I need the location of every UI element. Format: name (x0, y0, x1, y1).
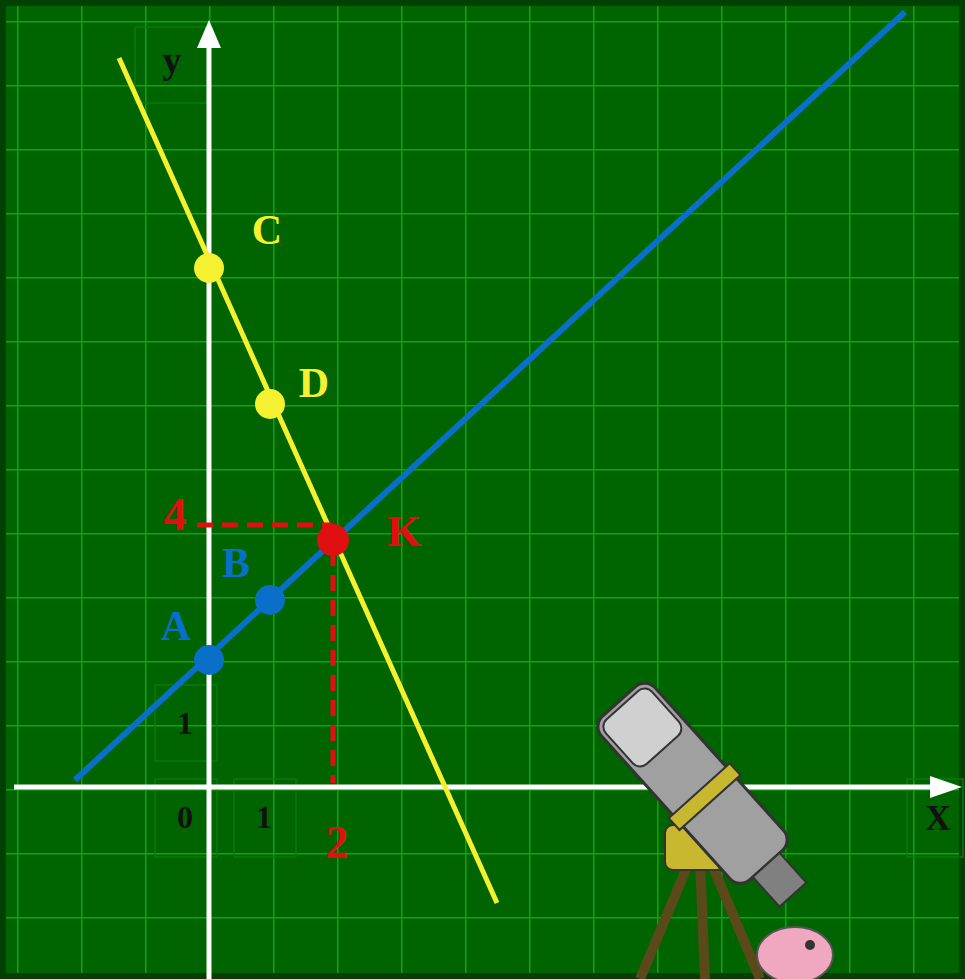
frame (3, 3, 962, 976)
point-label: A (161, 605, 191, 647)
point-label: K (387, 510, 421, 554)
coordinate-value: 4 (164, 492, 187, 538)
tick-value: 1 (177, 707, 193, 739)
point-label: D (299, 362, 329, 404)
yellow-line (119, 58, 497, 903)
y-arrow (197, 20, 221, 48)
axis-name: y (163, 41, 182, 79)
telescope-illustration (588, 674, 833, 979)
label-boxes (135, 27, 963, 857)
point-label: C (252, 209, 282, 251)
points (194, 253, 349, 675)
x-arrow (930, 776, 962, 798)
blue-line (75, 12, 905, 780)
tick-value: 1 (256, 801, 272, 833)
axes (14, 40, 945, 979)
axis-name: X (925, 800, 951, 836)
point-label: B (222, 542, 250, 584)
coordinate-value: 2 (326, 820, 349, 866)
tick-value: 0 (177, 801, 193, 833)
